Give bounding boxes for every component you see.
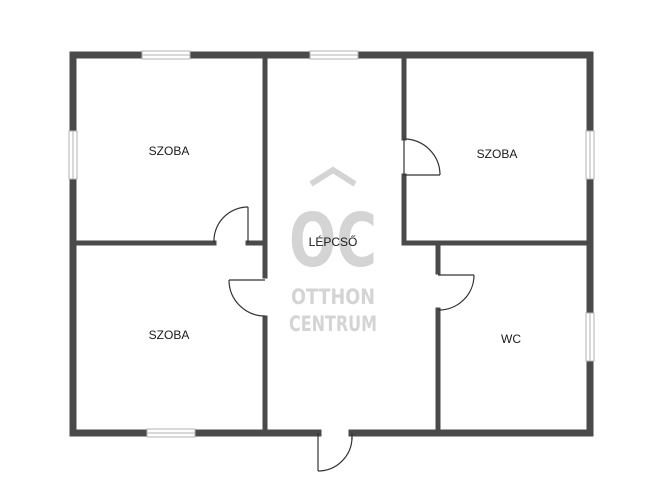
watermark: OC OTTHON CENTRUM xyxy=(289,166,377,336)
window-left xyxy=(68,130,78,180)
door-top-left-room xyxy=(213,206,249,244)
watermark-logo: OC xyxy=(289,198,377,284)
room-label-stairs: LÉPCSŐ xyxy=(309,234,358,249)
window-right-upper xyxy=(585,130,595,180)
window-top-left xyxy=(141,50,191,60)
doors xyxy=(213,138,475,472)
room-label-bottom-left: SZOBA xyxy=(149,328,190,342)
room-label-wc: WC xyxy=(501,332,521,346)
watermark-line1: OTTHON xyxy=(291,285,375,309)
window-bottom-left xyxy=(146,428,196,438)
room-label-top-left: SZOBA xyxy=(149,144,190,158)
windows xyxy=(68,50,595,438)
window-right-lower xyxy=(585,312,595,362)
watermark-roof-icon xyxy=(309,166,357,187)
door-bottom-left-room xyxy=(228,279,266,317)
door-wc xyxy=(437,274,475,311)
interior-walls xyxy=(73,55,590,433)
window-top-center xyxy=(309,50,359,60)
door-top-right-room xyxy=(403,138,441,176)
door-entrance xyxy=(317,433,353,472)
watermark-line2: CENTRUM xyxy=(289,312,377,336)
room-label-top-right: SZOBA xyxy=(477,147,518,161)
